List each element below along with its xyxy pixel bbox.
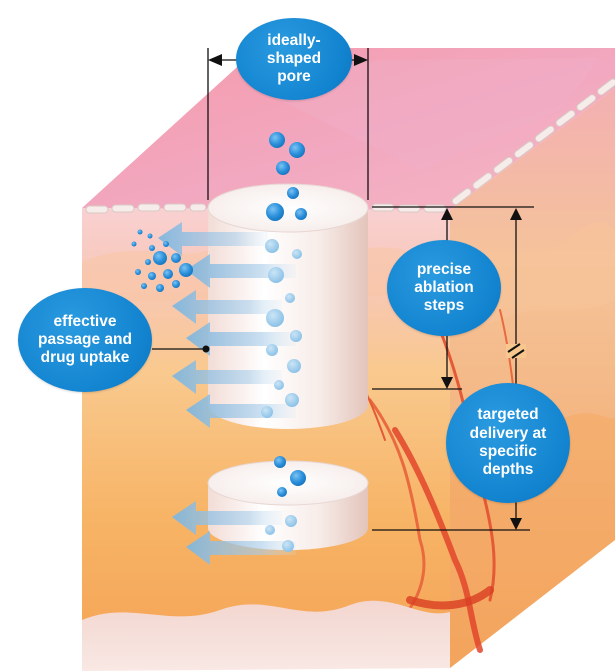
label-precise-ablation-steps: precise ablation steps (387, 240, 501, 336)
label-targeted-delivery: targeted delivery at specific depths (446, 383, 570, 503)
pore-disc (208, 461, 368, 550)
break-mark (506, 344, 526, 358)
label-effective-passage: effective passage and drug uptake (18, 288, 152, 392)
pointer-dot (203, 346, 210, 353)
label-ideally-shaped-pore: ideally- shaped pore (236, 18, 352, 100)
